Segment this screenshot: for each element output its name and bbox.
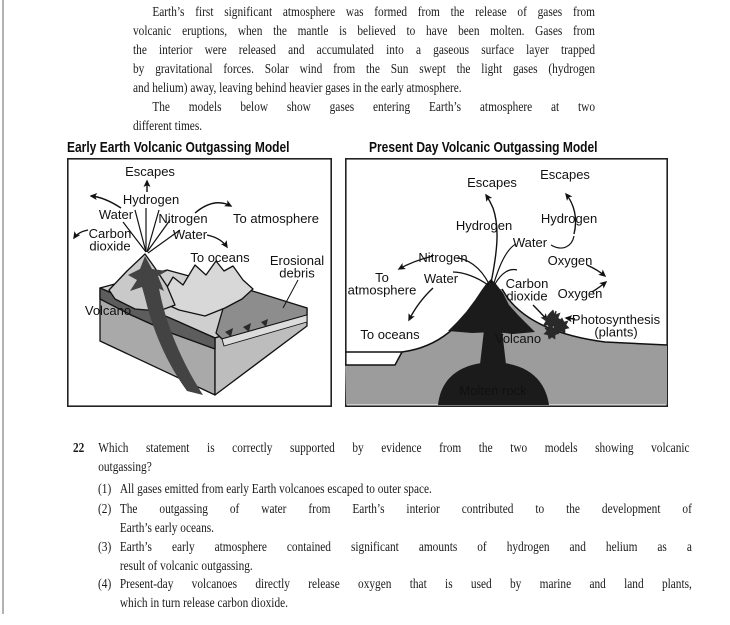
label-volcano: Volcano [85, 303, 131, 318]
option-number: (1) [98, 481, 112, 496]
text-line: Earth’s first significant atmosphere was… [152, 4, 595, 19]
question-text: Which statement is correctly supported b… [98, 438, 689, 476]
label-nitrogen: Nitrogen [158, 211, 207, 226]
text-line: The models below show gases entering Ear… [152, 99, 595, 114]
label-carbon-dioxide: dioxide [506, 289, 547, 304]
label-volcano: Volcano [495, 331, 541, 346]
label-to-oceans: To oceans [190, 250, 250, 265]
label-escapes-left: Escapes [467, 175, 517, 190]
figure-title-early-earth: Early Earth Volcanic Outgassing Model [67, 139, 290, 156]
label-escapes-right: Escapes [540, 167, 590, 182]
answer-option-2: (2) The outgassing of water from Earth’s… [98, 500, 692, 537]
label-hydrogen-left: Hydrogen [456, 218, 512, 233]
text-line: volcanic eruptions, when the mantle is b… [133, 23, 595, 38]
option-text: Earth’s early atmosphere contained signi… [120, 538, 692, 575]
label-water-upper: Water [513, 235, 548, 250]
gas-fan-lines [452, 235, 575, 286]
text-line: The outgassing of water from Earth’s int… [119, 501, 692, 516]
text-line: Earth’s early oceans. [119, 519, 214, 535]
label-to-oceans: To oceans [360, 327, 420, 342]
label-water-lower: Water [424, 271, 459, 286]
gas-arrows [73, 179, 233, 249]
intro-paragraph-1: Earth’s first significant atmosphere was… [133, 2, 595, 97]
answer-option-3: (3) Earth’s early atmosphere contained s… [98, 538, 692, 575]
option-text: Present-day volcanoes directly release o… [120, 575, 692, 612]
label-oxygen-upper: Oxygen [548, 253, 593, 268]
label-to-atmosphere: To [375, 270, 389, 285]
intro-passage: Earth’s first significant atmosphere was… [133, 2, 595, 135]
option-number: (3) [98, 539, 112, 554]
text-line: different times. [133, 118, 203, 133]
label-carbon-dioxide: Carbon [506, 276, 549, 291]
label-oxygen-lower: Oxygen [558, 286, 603, 301]
ground [345, 289, 667, 405]
label-carbon-dioxide: Carbon [89, 226, 132, 241]
answer-option-4: (4) Present-day volcanoes directly relea… [98, 575, 692, 612]
intro-paragraph-2: The models below show gases entering Ear… [133, 97, 595, 135]
option-number: (2) [98, 501, 112, 516]
option-text: The outgassing of water from Earth’s int… [120, 500, 692, 537]
label-nitrogen: Nitrogen [418, 250, 467, 265]
label-erosional-debris: Erosional [270, 253, 324, 268]
text-line: by gravitational forces. Solar wind from… [133, 61, 595, 76]
text-line: Which statement is correctly supported b… [98, 440, 690, 455]
option-text: All gases emitted from early Earth volca… [120, 480, 692, 499]
text-line: Present-day volcanoes directly release o… [119, 576, 692, 591]
answer-option-1: (1) All gases emitted from early Earth v… [98, 480, 692, 499]
text-line: All gases emitted from early Earth volca… [119, 481, 432, 496]
label-water-lower: Water [173, 227, 208, 242]
text-line: Earth’s early atmosphere contained signi… [119, 539, 692, 554]
label-water-upper: Water [99, 207, 134, 222]
question-22: 22 Which statement is correctly supporte… [73, 438, 690, 476]
label-to-atmosphere: To atmosphere [233, 211, 319, 226]
gas-arrows [397, 192, 608, 323]
label-erosional-debris: debris [279, 266, 315, 281]
text-line: which in turn release carbon dioxide. [119, 594, 288, 610]
label-to-atmosphere: atmosphere [348, 283, 417, 298]
volcano-art [438, 279, 549, 405]
text-line: and helium) away, leaving behind heavier… [133, 80, 462, 95]
label-photosynthesis: (plants) [594, 325, 637, 340]
volcano-block-art [99, 253, 308, 396]
gas-fan-lines [122, 208, 181, 254]
label-molten-rock: Molten rock [459, 383, 527, 398]
plant-icon [541, 309, 570, 340]
label-hydrogen: Hydrogen [123, 192, 179, 207]
label-hydrogen-right: Hydrogen [541, 211, 597, 226]
label-carbon-dioxide: dioxide [89, 239, 130, 254]
text-line: result of volcanic outgassing. [119, 557, 253, 573]
label-escapes: Escapes [125, 164, 175, 179]
question-number: 22 [73, 440, 85, 455]
label-photosynthesis: Photosynthesis [572, 312, 661, 327]
erosional-debris-leader-line [282, 279, 299, 309]
text-line: outgassing? [98, 459, 152, 474]
scan-edge-line [2, 0, 4, 614]
option-number: (4) [98, 576, 112, 591]
text-line: the interior were released and accumulat… [133, 42, 595, 57]
figure-title-present-day: Present Day Volcanic Outgassing Model [369, 139, 598, 156]
